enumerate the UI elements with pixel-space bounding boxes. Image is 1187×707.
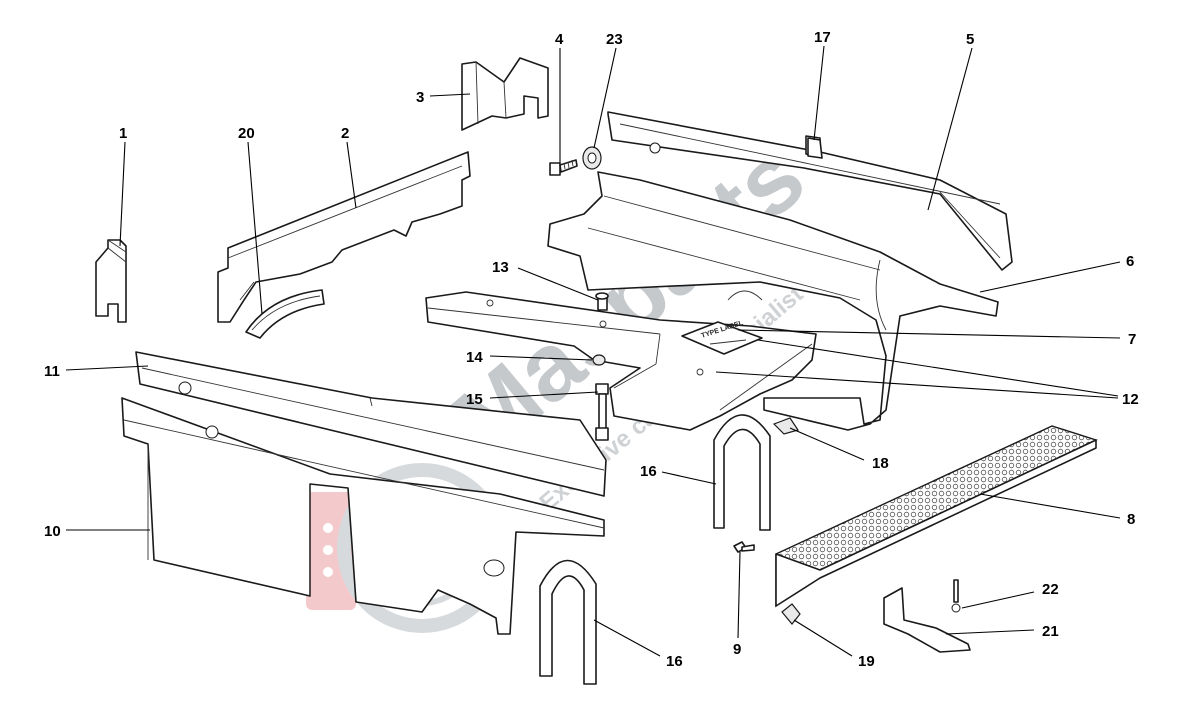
part-6-wing: [547, 171, 999, 431]
part-3-bracket: [461, 57, 549, 131]
part-20-arch: [245, 289, 325, 339]
leader-lines: [65, 45, 1121, 657]
callout-20: 20: [238, 125, 255, 142]
part-1-bracket: [95, 239, 127, 323]
part-23-washer: [582, 146, 602, 170]
callout-17: 17: [814, 29, 831, 46]
callout-3: 3: [416, 89, 424, 106]
part-10-panel: [121, 397, 605, 635]
part-8-mesh-grille: [775, 425, 1098, 608]
callout-16a: 16: [640, 463, 657, 480]
part-2-panel: [217, 151, 471, 323]
callout-10: 10: [44, 523, 61, 540]
part-16-strap-lower: [539, 559, 597, 685]
callout-19: 19: [858, 653, 875, 670]
part-14-nut: [592, 354, 606, 366]
part-11-sill: [135, 351, 607, 497]
callout-8: 8: [1127, 511, 1135, 528]
part-9-screw: [733, 541, 755, 553]
callout-4: 4: [555, 31, 564, 48]
callout-18: 18: [872, 455, 889, 472]
callout-1: 1: [119, 125, 127, 142]
callout-7: 7: [1128, 331, 1136, 348]
part-13-stud: [595, 292, 609, 311]
part-7-label-plate: TYPE LABEL: [681, 320, 763, 355]
callout-23: 23: [606, 31, 623, 48]
callout-14: 14: [466, 349, 483, 366]
callout-21: 21: [1042, 623, 1059, 640]
part-18-clip: [772, 417, 799, 435]
callout-labels: 1 2 3 4 5 6 7 8 9 10 11 12 13 14 15 16 1…: [44, 29, 1139, 670]
part-15-bolt: [595, 383, 609, 441]
callout-15: 15: [466, 391, 483, 408]
callout-6: 6: [1126, 253, 1134, 270]
part-4-bolt: [549, 159, 578, 176]
part-17-clip: [807, 137, 823, 159]
part-21-bracket: [883, 587, 971, 653]
callout-2: 2: [341, 125, 349, 142]
callout-11: 11: [44, 363, 60, 380]
part-19-clip: [781, 603, 801, 625]
callout-22: 22: [1042, 581, 1059, 598]
part-16-strap-upper: [713, 414, 771, 531]
callout-9: 9: [733, 641, 741, 658]
callout-5: 5: [966, 31, 974, 48]
callout-16b: 16: [666, 653, 683, 670]
callout-13: 13: [492, 259, 509, 276]
part-22-pin: [951, 579, 961, 613]
callout-12: 12: [1122, 391, 1139, 408]
